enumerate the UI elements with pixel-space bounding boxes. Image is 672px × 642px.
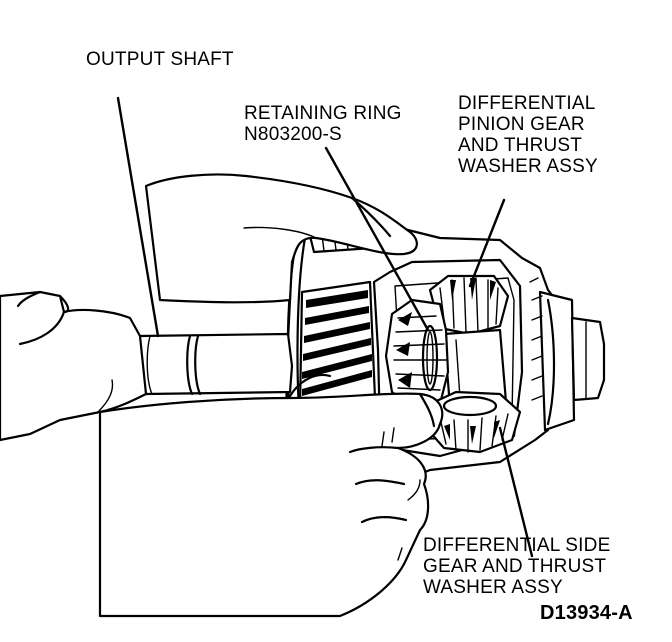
retaining-ring-label-line: RETAINING RING [244, 103, 402, 124]
output-shaft-label-line: OUTPUT SHAFT [86, 49, 234, 70]
pinion-gear-label-line: PINION GEAR [458, 114, 585, 135]
upper-hand [144, 173, 418, 304]
side-gear-label-line: WASHER ASSY [423, 577, 563, 598]
bearing-hub [538, 290, 606, 432]
retaining-ring-part-number: N803200-S [244, 124, 342, 145]
leader-side-gear [498, 426, 534, 558]
retaining-ring [421, 324, 439, 392]
thumb-crease [418, 392, 436, 428]
pinion-gear-label: DIFFERENTIAL PINION GEAR AND THRUST WASH… [458, 93, 598, 177]
retaining-ring-label: RETAINING RING N803200-S [244, 103, 402, 145]
pinion-gear-label-line: WASHER ASSY [458, 156, 598, 177]
side-gear-left [384, 298, 450, 410]
output-shaft [130, 332, 294, 396]
pinion-gear-label-line: AND THRUST [458, 135, 583, 156]
pinion-gear-label-line: DIFFERENTIAL [458, 93, 596, 114]
leader-retaining-ring [324, 146, 430, 332]
leader-pinion-gear [468, 198, 506, 288]
left-hand [0, 290, 148, 442]
leader-output-shaft [116, 96, 160, 338]
right-hand [98, 373, 444, 618]
figure-code: D13934-A [540, 602, 633, 624]
side-gear-label: DIFFERENTIAL SIDE GEAR AND THRUST WASHER… [423, 535, 610, 598]
side-gear-label-line: GEAR AND THRUST [423, 556, 607, 577]
output-shaft-label: OUTPUT SHAFT [86, 49, 234, 70]
helical-gear [298, 280, 377, 410]
leader-lines [116, 96, 534, 558]
side-gear-label-line: DIFFERENTIAL SIDE [423, 535, 611, 556]
